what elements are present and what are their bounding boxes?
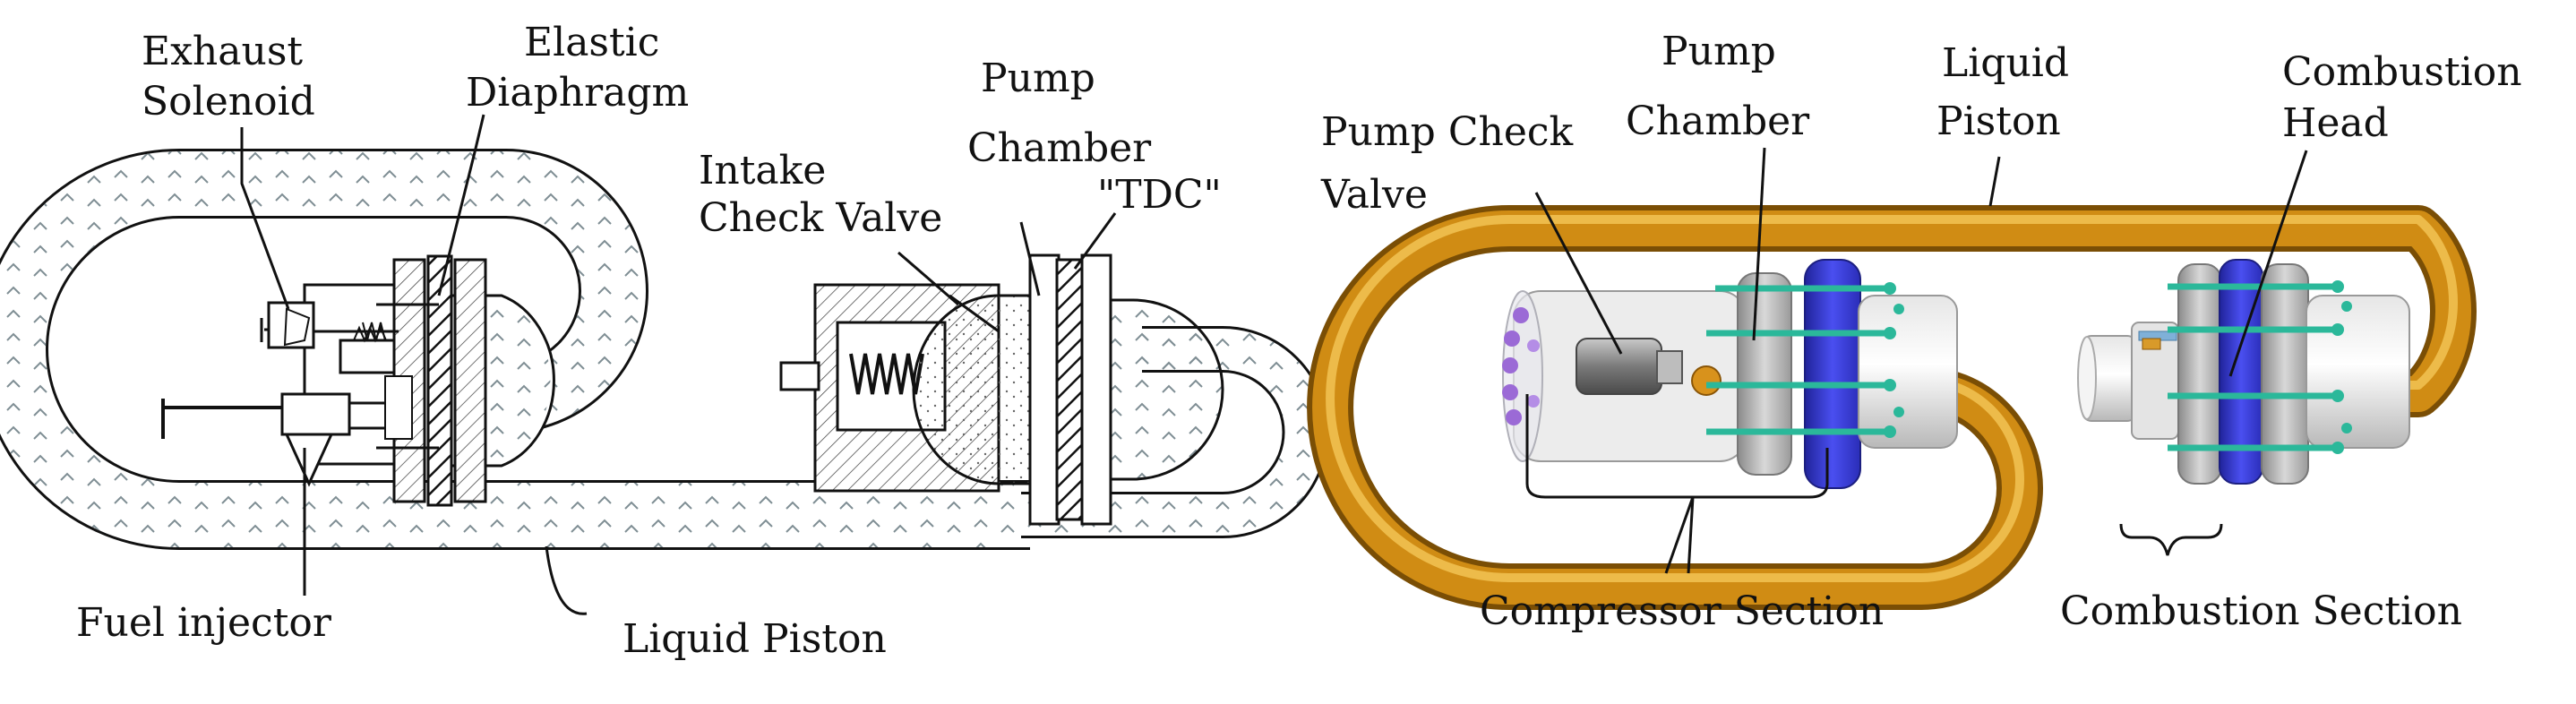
exhaust-solenoid-label: Exhaust Solenoid (142, 29, 315, 124)
green-bolts-compressor (1706, 282, 1904, 438)
elastic-diaphragm-label-line1: Elastic (524, 20, 659, 65)
combustion-cylinder-schematic (303, 254, 555, 507)
combustion-section-label: Combustion Section (2060, 588, 2462, 634)
pump-chamber-label-left: Pump Chamber (967, 56, 1152, 171)
pump-check-valve-label-line1: Pump Check (1321, 109, 1574, 155)
left-schematic: Exhaust Solenoid Elastic Diaphragm Intak… (0, 20, 1329, 662)
compressor-section-render (1502, 259, 1958, 489)
elastic-diaphragm-schematic (426, 254, 453, 507)
pump-chamber-label-right: Pump Chamber (1626, 29, 1810, 144)
liquid-piston-tube-render (1307, 205, 2477, 610)
combustion-head-label: Combustion Head (2282, 49, 2535, 146)
pump-chamber-label-left-line1: Pump (981, 56, 1095, 101)
left-labels: Exhaust Solenoid Elastic Diaphragm Intak… (76, 20, 1222, 662)
fuel-injector-schematic (161, 375, 413, 487)
combustion-head-label-line1: Combustion (2282, 49, 2522, 95)
exhaust-solenoid-schematic (260, 301, 399, 349)
intake-check-valve-label: Intake Check Valve (699, 148, 942, 241)
purple-bolts (1502, 307, 1540, 425)
pump-check-valve-label-line2: Valve (1320, 172, 1428, 218)
intake-check-valve-schematic (949, 294, 1000, 333)
compressor-flange-render (1804, 259, 1861, 489)
fuel-injector-label: Fuel injector (76, 600, 332, 646)
liquid-piston-label-right: Liquid Piston (1936, 40, 2082, 144)
exhaust-solenoid-label-line2: Solenoid (142, 79, 315, 124)
right-leader-lines (1525, 147, 2308, 574)
intake-check-valve-label-line1: Intake (699, 148, 826, 193)
combustion-head-label-line2: Head (2282, 100, 2389, 146)
tdc-label: "TDC" (1097, 172, 1222, 218)
combustion-section-render (2077, 259, 2410, 485)
green-bolts-combustion (2168, 280, 2352, 454)
liquid-piston-label-right-line1: Liquid (1942, 40, 2069, 86)
pump-chamber-label-left-line2: Chamber (967, 125, 1152, 171)
intake-check-valve-label-line2: Check Valve (699, 195, 942, 241)
elastic-diaphragm-label: Elastic Diaphragm (466, 20, 689, 116)
left-leader-lines (240, 114, 1117, 615)
right-labels: Pump Check Valve Pump Chamber Liquid Pis… (1320, 29, 2535, 634)
compressor-section-label: Compressor Section (1480, 588, 1884, 634)
elastic-diaphragm-label-line2: Diaphragm (466, 70, 689, 116)
right-render: Pump Check Valve Pump Chamber Liquid Pis… (1307, 29, 2535, 634)
pump-chamber-label-right-line2: Chamber (1626, 99, 1810, 144)
liquid-piston-label-left: Liquid Piston (623, 616, 887, 662)
pump-check-valve-label: Pump Check Valve (1320, 109, 1585, 218)
pump-chamber-schematic (779, 253, 1224, 526)
liquid-piston-label-right-line2: Piston (1936, 99, 2061, 144)
liquid-piston-tube-schematic (0, 149, 1329, 550)
exhaust-solenoid-label-line1: Exhaust (142, 29, 303, 74)
pump-chamber-label-right-line1: Pump (1662, 29, 1776, 74)
